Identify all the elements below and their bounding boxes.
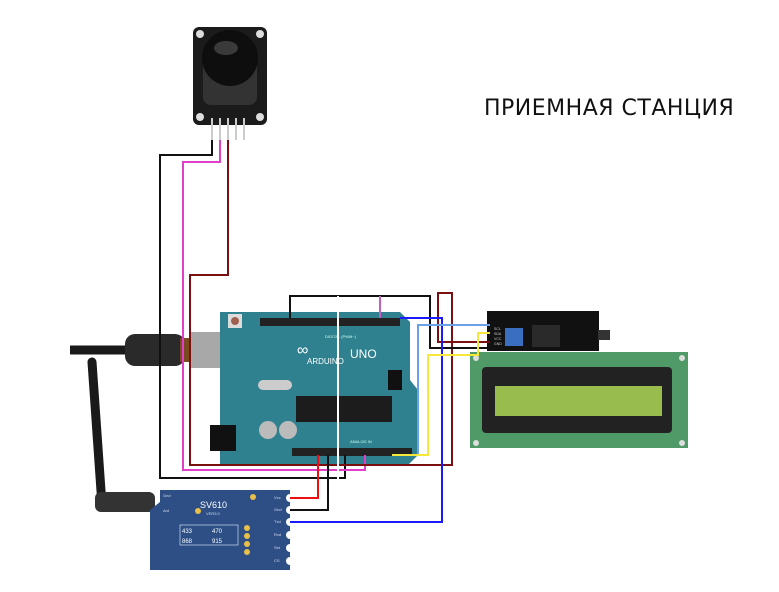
lcd-screen [495, 386, 662, 416]
i2c-adapter-module: GND VCC SDA SCL [487, 311, 610, 351]
pin-set: Set [274, 545, 281, 550]
joystick-knob [202, 30, 258, 86]
gnd-left-label: Gnd [163, 493, 171, 498]
i2c-pin-vcc: VCC [494, 337, 502, 341]
wire-red-radio-vcc [290, 455, 319, 499]
digital-header-label: DIGITAL (PWM~) [325, 334, 357, 339]
pin-vcc: Vcc [274, 495, 281, 500]
joystick-module [193, 27, 267, 140]
radio-model-label: SV610 [200, 500, 227, 510]
wire-black-joystick-gnd [159, 140, 346, 479]
pin-cs: CS [274, 558, 280, 563]
wire-pink-joystick [182, 140, 366, 471]
sv610-radio-module: SV610 VER3.0 433 470 868 915 Gnd Ant Vcc… [150, 490, 294, 570]
antenna [87, 357, 155, 512]
wire-blue-radio [290, 317, 443, 523]
wires [159, 140, 490, 523]
arduino-brand-label: ARDUINO [307, 357, 344, 366]
freq-915: 915 [212, 539, 223, 545]
analog-header-label: ANALOG IN [350, 439, 372, 444]
pin-txd: Txd [274, 519, 281, 524]
freq-470: 470 [212, 529, 223, 535]
wire-black-radio-gnd [290, 455, 329, 511]
pin-rxd: Rxd [274, 532, 281, 537]
antenna-pin-label: Ant [163, 508, 170, 513]
pin-gnd: Gnd [274, 507, 282, 512]
wire-black-gnd-lcd [289, 295, 490, 349]
lcd-1602-display [470, 352, 688, 448]
radio-version-label: VER3.0 [206, 511, 221, 516]
i2c-pin-gnd: GND [494, 342, 502, 346]
i2c-pin-sda: SDA [494, 332, 502, 336]
wire-yellow-sda [392, 332, 490, 456]
freq-433: 433 [182, 529, 193, 535]
arduino-model-label: UNO [350, 347, 377, 361]
arduino-logo: ∞ [297, 342, 308, 359]
usb-cable [70, 332, 224, 368]
i2c-pin-scl: SCL [494, 327, 501, 331]
freq-868: 868 [182, 539, 193, 545]
page-title: ПРИЕМНАЯ СТАНЦИЯ [484, 96, 735, 121]
arduino-uno-board: ARDUINO UNO DIGITAL (PWM~) ANALOG IN ∞ [210, 312, 418, 465]
